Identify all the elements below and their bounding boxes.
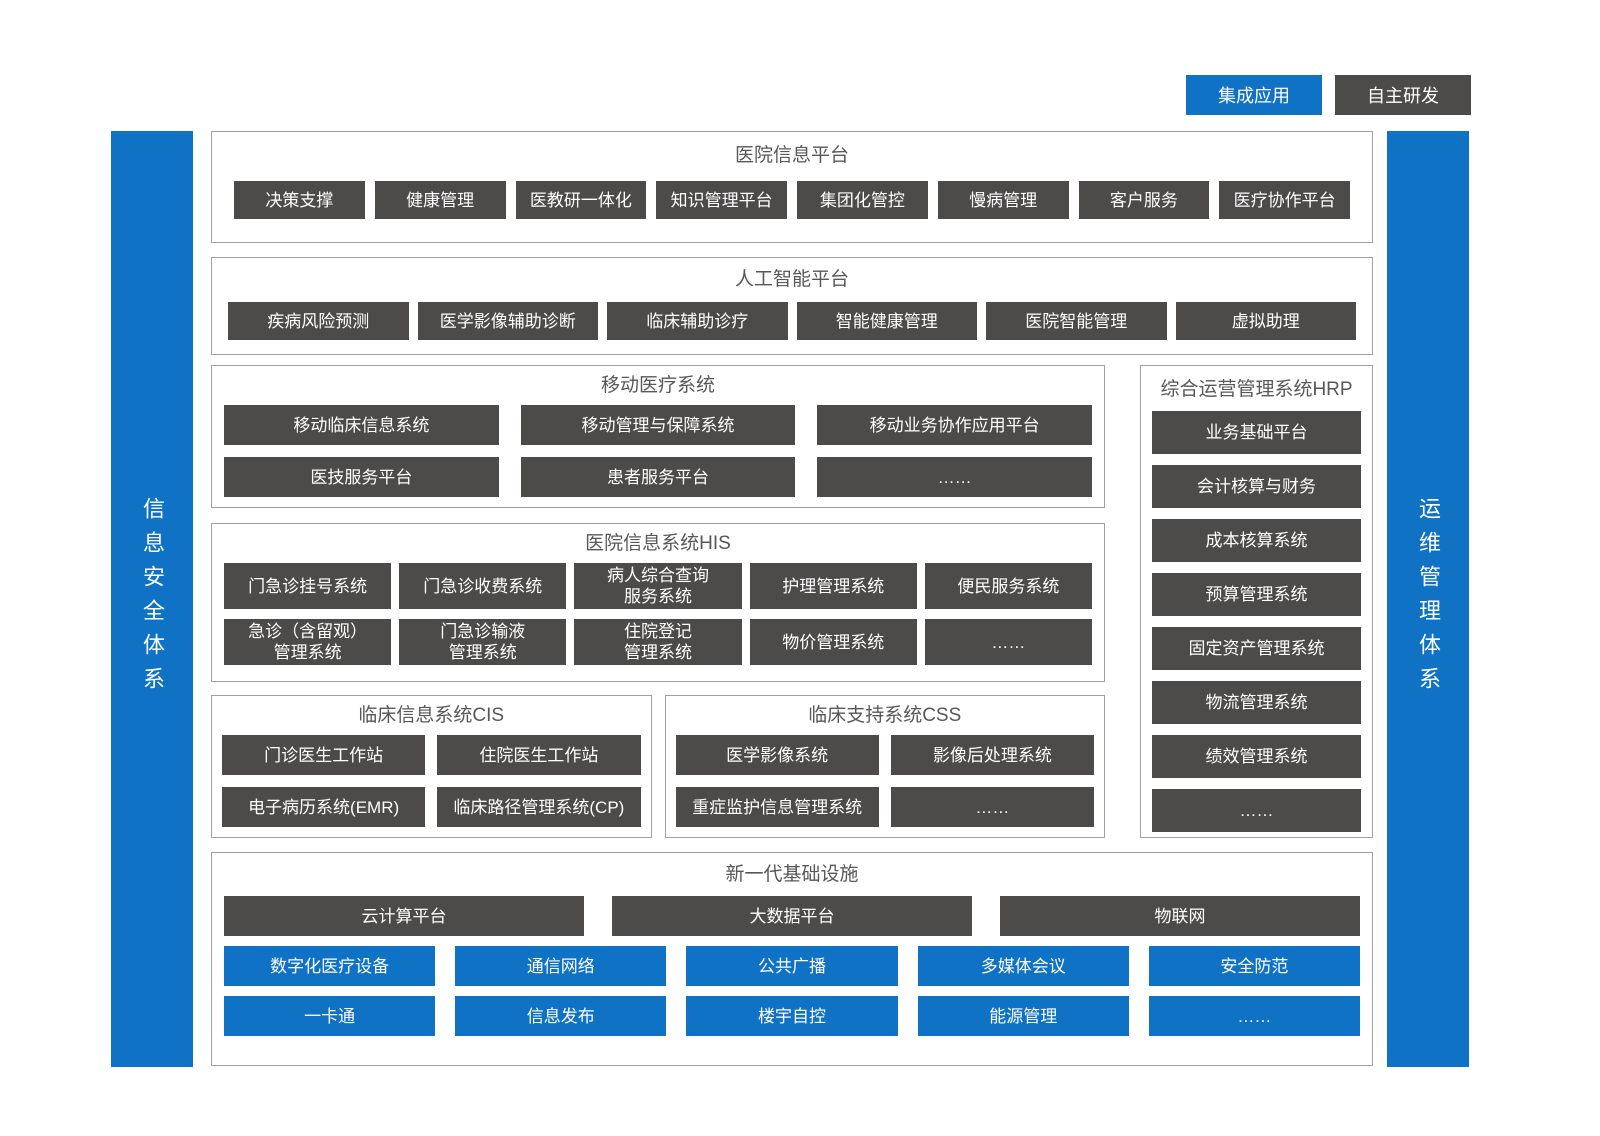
his-title: 医院信息系统HIS [585,533,731,554]
infra-blue-item: 一卡通 [224,996,436,1036]
ai-item: 临床辅助诊疗 [607,302,788,340]
main-diagram-area: 医院信息平台 决策支撑 健康管理 医教研一体化 知识管理平台 集团化管控 慢病管… [211,131,1373,1066]
section-cis: 临床信息系统CIS 门诊医生工作站 住院医生工作站 电子病历系统(EMR) 临床… [211,695,652,838]
infra-blue-item: 楼宇自控 [686,996,898,1036]
infra-blue-item: 安全防范 [1148,946,1361,986]
his-row-2: 急诊（含留观） 管理系统 门急诊输液 管理系统 住院登记 管理系统 物价管理系统… [224,619,1093,665]
cis-item: 门诊医生工作站 [222,735,426,775]
hip-item: 慢病管理 [937,181,1069,219]
css-row-2: 重症监护信息管理系统 …… [675,787,1094,827]
css-item: 影像后处理系统 [890,735,1094,775]
infrastructure-dark-row: 云计算平台 大数据平台 物联网 [224,896,1360,936]
his-item: 住院登记 管理系统 [574,619,742,665]
cis-item: 临床路径管理系统(CP) [437,787,641,827]
his-item: 物价管理系统 [749,619,917,665]
mobile-medical-row-2: 医技服务平台 患者服务平台 …… [224,457,1093,497]
hrp-item: 会计核算与财务 [1152,465,1361,508]
information-security-system-label: 信息安全体系 [140,497,165,701]
legend-integrated-application: 集成应用 [1186,75,1322,115]
infra-blue-item-ellipsis: …… [1148,996,1361,1036]
his-item: 急诊（含留观） 管理系统 [224,619,392,665]
section-mobile-medical: 移动医疗系统 移动临床信息系统 移动管理与保障系统 移动业务协作应用平台 医技服… [211,365,1105,508]
cis-css-row: 临床信息系统CIS 门诊医生工作站 住院医生工作站 电子病历系统(EMR) 临床… [211,695,1105,838]
css-item: 重症监护信息管理系统 [675,787,879,827]
ai-platform-title: 人工智能平台 [734,269,849,290]
infra-blue-item: 能源管理 [917,996,1129,1036]
hip-item: 医教研一体化 [515,181,647,219]
middle-area: 移动医疗系统 移动临床信息系统 移动管理与保障系统 移动业务协作应用平台 医技服… [211,365,1373,838]
section-hospital-info-platform: 医院信息平台 决策支撑 健康管理 医教研一体化 知识管理平台 集团化管控 慢病管… [211,131,1373,243]
hip-item: 客户服务 [1078,181,1210,219]
css-item: 医学影像系统 [675,735,879,775]
hip-item: 决策支撑 [234,181,365,219]
section-his: 医院信息系统HIS 门急诊挂号系统 门急诊收费系统 病人综合查询 服务系统 护理… [211,523,1105,682]
hrp-item: 固定资产管理系统 [1152,627,1361,670]
hip-item: 健康管理 [374,181,506,219]
middle-left-column: 移动医疗系统 移动临床信息系统 移动管理与保障系统 移动业务协作应用平台 医技服… [211,365,1105,838]
hrp-title: 综合运营管理系统HRP [1160,379,1353,400]
mobile-item: 患者服务平台 [520,457,796,497]
ai-platform-row: 疾病风险预测 医学影像辅助诊断 临床辅助诊疗 智能健康管理 医院智能管理 虚拟助… [228,302,1356,340]
his-item: 护理管理系统 [749,563,917,609]
infra-blue-item: 多媒体会议 [917,946,1129,986]
css-row-1: 医学影像系统 影像后处理系统 [675,735,1094,775]
mobile-medical-title: 移动医疗系统 [600,375,715,396]
cis-row-2: 电子病历系统(EMR) 临床路径管理系统(CP) [222,787,641,827]
section-css: 临床支持系统CSS 医学影像系统 影像后处理系统 重症监护信息管理系统 …… [664,695,1105,838]
hrp-item: 物流管理系统 [1152,681,1361,724]
mobile-item: 医技服务平台 [224,457,499,497]
his-item: 便民服务系统 [924,563,1093,609]
legend: 集成应用 自主研发 [1186,75,1471,115]
cis-title: 临床信息系统CIS [358,705,505,726]
ai-item: 虚拟助理 [1175,302,1356,340]
cis-item: 住院医生工作站 [437,735,641,775]
infra-blue-item: 通信网络 [455,946,667,986]
infra-dark-item: 云计算平台 [224,896,584,936]
infra-dark-item: 物联网 [1000,896,1360,936]
his-item-ellipsis: …… [924,619,1093,665]
ai-item: 智能健康管理 [796,302,977,340]
ai-item: 医学影像辅助诊断 [417,302,598,340]
hip-item: 知识管理平台 [656,181,787,219]
mobile-medical-row-1: 移动临床信息系统 移动管理与保障系统 移动业务协作应用平台 [224,405,1093,445]
his-item: 门急诊输液 管理系统 [399,619,567,665]
cis-row-1: 门诊医生工作站 住院医生工作站 [222,735,641,775]
his-row-1: 门急诊挂号系统 门急诊收费系统 病人综合查询 服务系统 护理管理系统 便民服务系… [224,563,1093,609]
mobile-item: 移动业务协作应用平台 [817,405,1093,445]
section-hrp: 综合运营管理系统HRP 业务基础平台 会计核算与财务 成本核算系统 预算管理系统… [1140,365,1373,838]
infrastructure-title: 新一代基础设施 [725,864,859,885]
hospital-info-platform-row: 决策支撑 健康管理 医教研一体化 知识管理平台 集团化管控 慢病管理 客户服务 … [234,181,1350,219]
ai-item: 疾病风险预测 [228,302,409,340]
hip-item: 集团化管控 [797,181,928,219]
infra-dark-item: 大数据平台 [612,896,972,936]
mobile-item-ellipsis: …… [817,457,1093,497]
ai-item: 医院智能管理 [986,302,1167,340]
hospital-info-platform-title: 医院信息平台 [734,145,849,166]
hrp-item: 业务基础平台 [1152,411,1361,454]
his-item: 病人综合查询 服务系统 [574,563,742,609]
mobile-item: 移动管理与保障系统 [520,405,796,445]
section-ai-platform: 人工智能平台 疾病风险预测 医学影像辅助诊断 临床辅助诊疗 智能健康管理 医院智… [211,257,1373,355]
hrp-item-ellipsis: …… [1152,789,1361,832]
cis-item: 电子病历系统(EMR) [222,787,426,827]
operation-maintenance-system-bar: 运维管理体系 [1387,131,1469,1067]
css-item-ellipsis: …… [890,787,1094,827]
infrastructure-blue-row-1: 数字化医疗设备 通信网络 公共广播 多媒体会议 安全防范 [224,946,1361,986]
his-item: 门急诊收费系统 [399,563,567,609]
mobile-item: 移动临床信息系统 [224,405,499,445]
operation-maintenance-system-label: 运维管理体系 [1416,497,1441,701]
hrp-item: 预算管理系统 [1152,573,1361,616]
css-title: 临床支持系统CSS [808,705,962,726]
hrp-item: 绩效管理系统 [1152,735,1361,778]
section-infrastructure: 新一代基础设施 云计算平台 大数据平台 物联网 数字化医疗设备 通信网络 公共广… [211,852,1373,1066]
his-item: 门急诊挂号系统 [224,563,392,609]
information-security-system-bar: 信息安全体系 [111,131,193,1067]
infrastructure-blue-row-2: 一卡通 信息发布 楼宇自控 能源管理 …… [224,996,1361,1036]
infra-blue-item: 公共广播 [686,946,898,986]
infra-blue-item: 数字化医疗设备 [224,946,436,986]
hip-item: 医疗协作平台 [1219,181,1350,219]
infra-blue-item: 信息发布 [455,996,667,1036]
hrp-item: 成本核算系统 [1152,519,1361,562]
legend-self-developed: 自主研发 [1335,75,1471,115]
